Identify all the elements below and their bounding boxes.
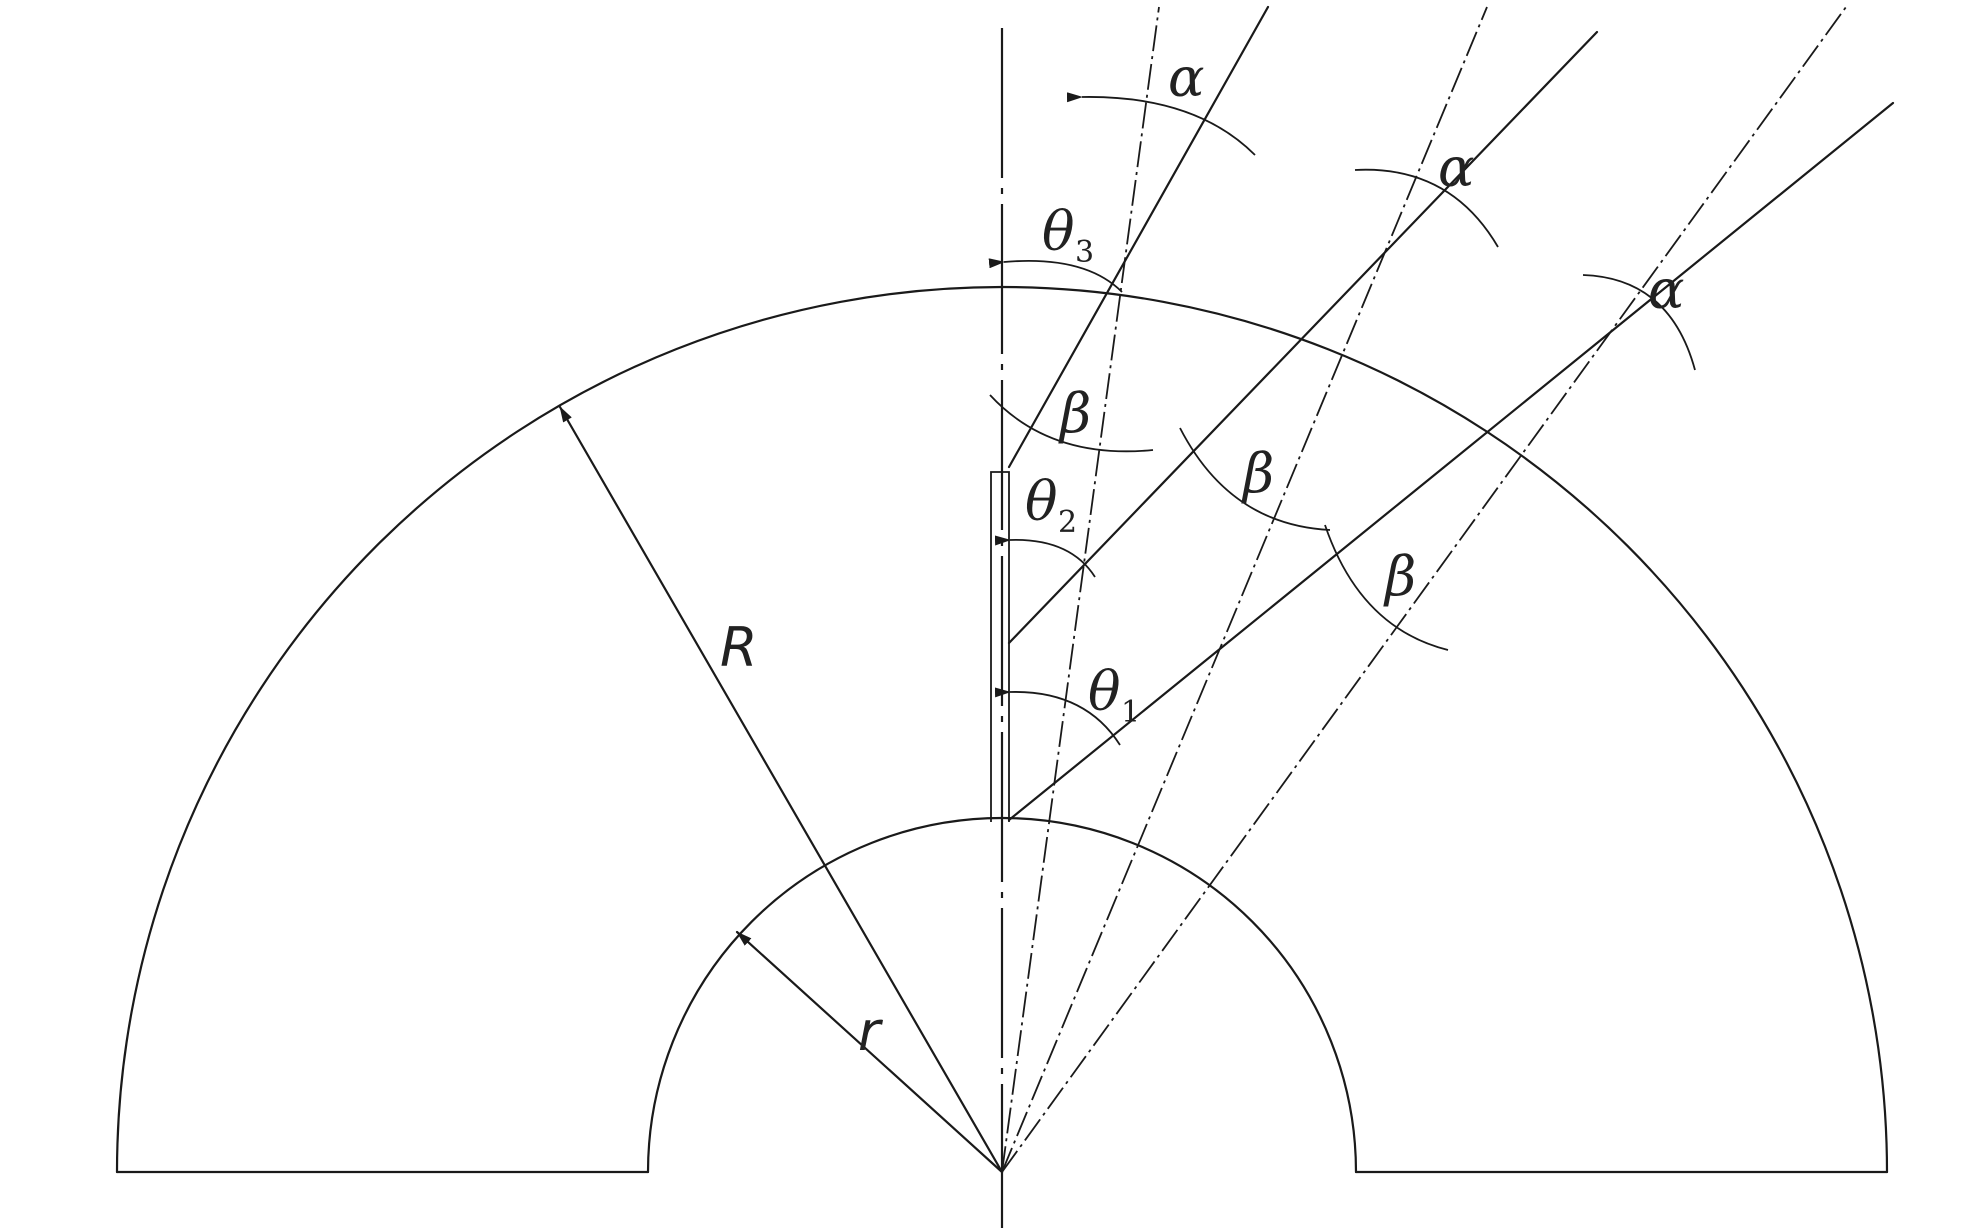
beta-arc-1	[989, 394, 1154, 453]
beta-arc-3	[1324, 524, 1449, 651]
alpha-arc-1	[1066, 92, 1256, 156]
label-alpha-1: α	[1168, 46, 1204, 109]
label-alpha-3: α	[1648, 258, 1684, 321]
label-theta-3: θ	[1042, 200, 1075, 263]
radius-r-line	[735, 930, 1004, 1174]
dashed-ray-2	[1001, 6, 1488, 1173]
theta-2-arc	[994, 535, 1096, 578]
ray-3	[1007, 5, 1270, 469]
label-theta-1-sub: 1	[1121, 695, 1140, 730]
vertical-slot	[990, 471, 1010, 822]
ray-1	[1007, 101, 1895, 822]
alpha-arc-3	[1582, 274, 1696, 371]
dashed-ray-3	[1001, 6, 1160, 1173]
alpha-arc-2	[1354, 168, 1499, 248]
ray-2	[1007, 30, 1599, 645]
beta-arc-2	[1179, 427, 1331, 531]
label-beta-1: β	[1058, 382, 1091, 445]
radius-R-line	[558, 405, 1004, 1174]
label-theta-3-sub: 3	[1075, 235, 1094, 270]
label-theta-2: θ	[1025, 470, 1058, 533]
theta-1-arc	[994, 687, 1121, 746]
label-alpha-2: α	[1438, 136, 1474, 199]
label-beta-3: β	[1383, 545, 1416, 608]
theta-3-arc	[988, 258, 1123, 293]
label-theta-2-sub: 2	[1058, 505, 1077, 540]
dashed-ray-1	[1001, 6, 1847, 1173]
label-beta-2: β	[1241, 442, 1274, 505]
label-R: R	[720, 616, 758, 679]
label-theta-1: θ	[1088, 660, 1121, 723]
label-r: r	[858, 1000, 883, 1063]
